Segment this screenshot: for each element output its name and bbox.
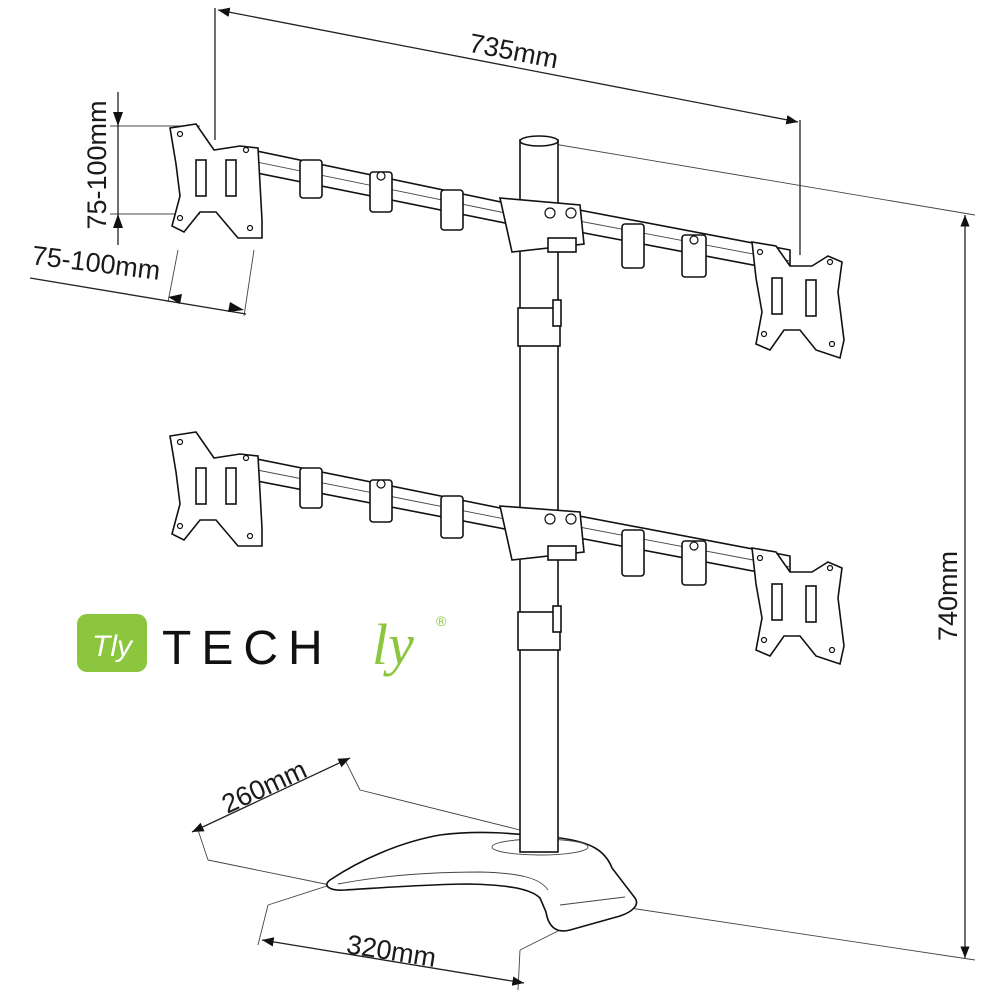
logo-mark-icon	[77, 614, 147, 672]
logo-brand-text: TECH	[162, 622, 333, 675]
dimension-base-width: 320mm	[257, 884, 561, 991]
upper-arm-assembly	[169, 123, 845, 360]
logo-mark-text: Tly	[92, 630, 134, 663]
lower-arm-assembly	[169, 431, 845, 666]
dimension-base-depth-label: 260mm	[217, 754, 311, 819]
stand-base	[326, 831, 638, 932]
dimension-vesa-vertical-label: 75-100mm	[82, 100, 112, 229]
dimension-height-total: 740mm	[547, 142, 976, 961]
dimension-vesa-horizontal-label: 75-100mm	[30, 240, 162, 286]
dimension-base-width-label: 320mm	[345, 929, 439, 973]
logo-brand-accent-text: ly	[372, 612, 414, 677]
techly-logo: Tly TECH ly ®	[77, 612, 447, 677]
registered-mark: ®	[436, 613, 447, 629]
dimension-vesa-horizontal: 75-100mm	[29, 240, 255, 317]
dimension-height-label: 740mm	[933, 551, 963, 641]
stand-pole	[517, 135, 562, 853]
